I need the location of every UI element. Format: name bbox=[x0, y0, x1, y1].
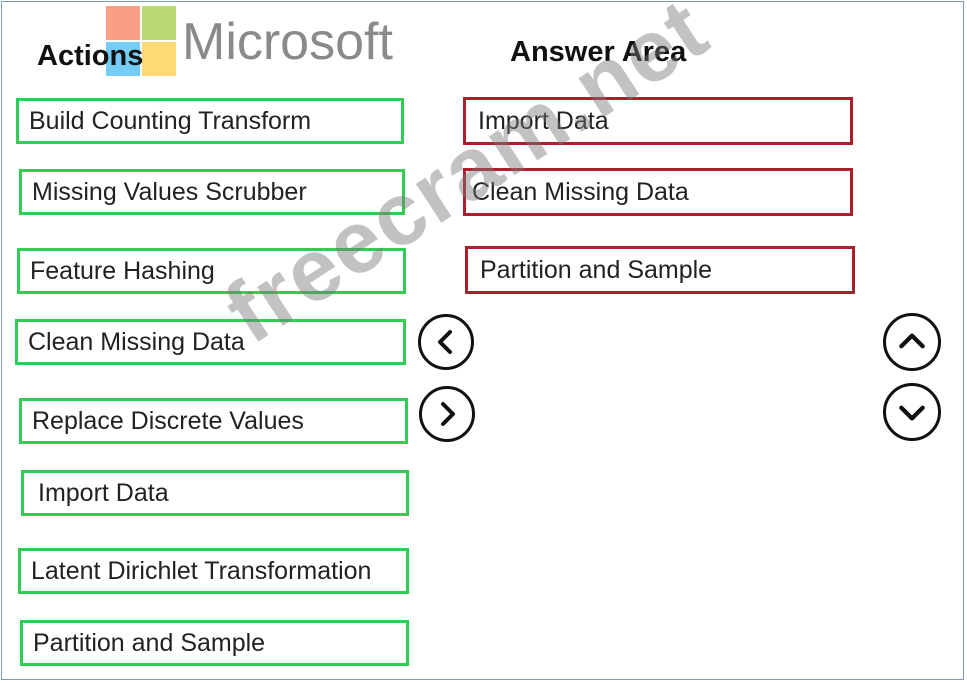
action-item-build-counting-transform[interactable]: Build Counting Transform bbox=[16, 98, 404, 144]
move-right-button[interactable] bbox=[419, 386, 475, 442]
chevron-down-icon bbox=[899, 405, 925, 421]
answer-area-heading: Answer Area bbox=[510, 36, 687, 68]
chevron-up-icon bbox=[899, 333, 925, 349]
move-left-button[interactable] bbox=[418, 314, 474, 370]
answer-item-import-data[interactable]: Import Data bbox=[463, 97, 853, 145]
chevron-left-icon bbox=[438, 330, 452, 354]
logo-yellow-square bbox=[142, 42, 176, 76]
actions-heading: Actions bbox=[37, 40, 144, 72]
answer-item-clean-missing-data[interactable]: Clean Missing Data bbox=[463, 168, 853, 216]
action-item-missing-values-scrubber[interactable]: Missing Values Scrubber bbox=[19, 169, 405, 215]
action-item-feature-hashing[interactable]: Feature Hashing bbox=[17, 248, 406, 294]
logo-red-square bbox=[106, 6, 140, 40]
move-down-button[interactable] bbox=[883, 383, 941, 441]
chevron-right-icon bbox=[441, 402, 455, 426]
action-item-partition-and-sample[interactable]: Partition and Sample bbox=[20, 620, 409, 666]
action-item-import-data[interactable]: Import Data bbox=[21, 470, 409, 516]
answer-item-partition-and-sample[interactable]: Partition and Sample bbox=[465, 246, 855, 294]
logo-blue-square bbox=[106, 42, 140, 76]
microsoft-logo: Microsoft bbox=[106, 6, 426, 78]
action-item-latent-dirichlet-transformation[interactable]: Latent Dirichlet Transformation bbox=[18, 548, 409, 594]
logo-green-square bbox=[142, 6, 176, 40]
action-item-clean-missing-data[interactable]: Clean Missing Data bbox=[15, 319, 406, 365]
action-item-replace-discrete-values[interactable]: Replace Discrete Values bbox=[19, 398, 408, 444]
move-up-button[interactable] bbox=[883, 313, 941, 371]
logo-wordmark: Microsoft bbox=[182, 13, 393, 71]
